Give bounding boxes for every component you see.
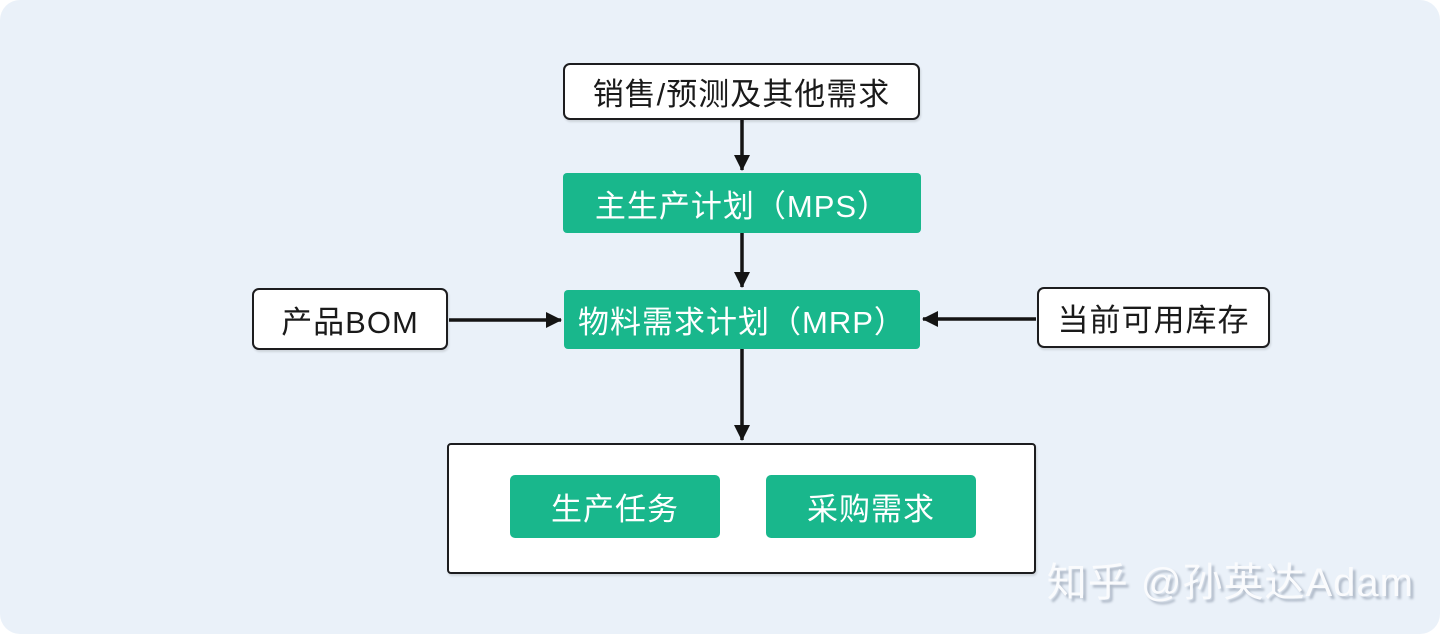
node-sales-forecast-demand: 销售/预测及其他需求 — [563, 63, 920, 120]
node-available-inventory: 当前可用库存 — [1037, 287, 1270, 348]
node-label: 采购需求 — [807, 492, 935, 527]
node-material-requirements-planning: 物料需求计划（MRP） — [564, 290, 920, 349]
node-label: 当前可用库存 — [1057, 303, 1250, 338]
node-product-bom: 产品BOM — [252, 288, 448, 350]
node-label: 销售/预测及其他需求 — [592, 77, 891, 112]
node-master-production-schedule: 主生产计划（MPS） — [563, 173, 921, 233]
node-label: 主生产计划（MPS） — [594, 188, 890, 224]
node-production-task: 生产任务 — [510, 475, 720, 538]
node-label: 产品BOM — [281, 304, 419, 340]
node-purchase-demand: 采购需求 — [766, 475, 976, 538]
node-label: 生产任务 — [551, 492, 679, 527]
zhihu-watermark: 知乎 @孙英达Adam — [1046, 561, 1414, 605]
node-label: 物料需求计划（MRP） — [578, 305, 906, 340]
